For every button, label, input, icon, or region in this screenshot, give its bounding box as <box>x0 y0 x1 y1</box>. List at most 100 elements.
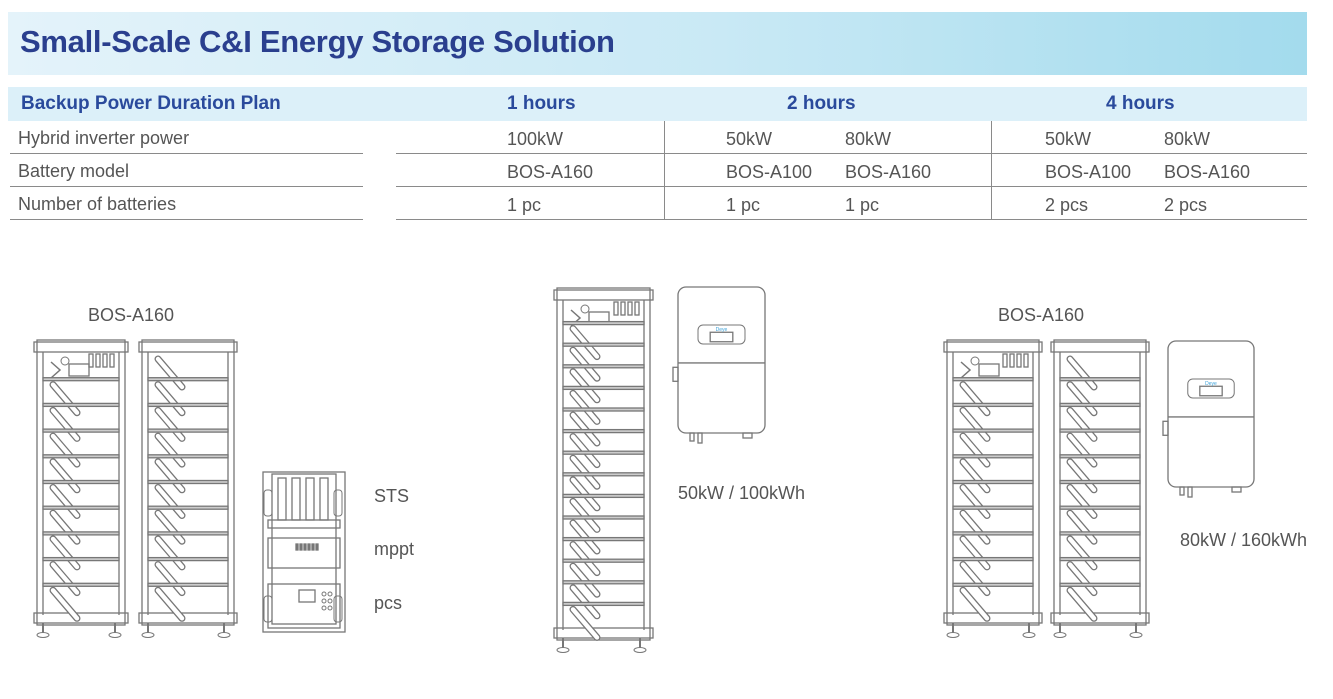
pcs-button <box>327 591 333 597</box>
inverter-panel <box>1187 378 1235 399</box>
handle-icon <box>155 408 185 441</box>
cabinet-handle <box>333 489 343 517</box>
mppt-indicator <box>303 543 307 551</box>
column-divider <box>664 121 665 219</box>
handle-icon <box>50 588 80 621</box>
handle-icon <box>1067 511 1097 544</box>
inverter-side-port <box>672 366 679 382</box>
module-divider <box>952 428 1034 433</box>
pcs-button <box>327 598 333 604</box>
module-divider <box>1059 479 1141 485</box>
table-cell: 1 pc <box>845 195 880 215</box>
table-cell: BOS-A100 <box>726 162 813 182</box>
deye-logo: Deye <box>1205 381 1217 387</box>
middle-caption: 50kW / 100kWh <box>678 483 806 503</box>
handle-icon <box>960 562 990 595</box>
table-cell: 2 pcs <box>1164 195 1208 215</box>
row-label: Hybrid inverter power <box>18 128 190 148</box>
module-divider <box>1059 377 1141 382</box>
chevron-icon <box>960 361 972 379</box>
rack-base <box>138 612 238 624</box>
display-screen <box>978 363 1000 377</box>
handle-icon <box>960 433 990 467</box>
handle-icon <box>155 459 185 492</box>
module-divider <box>562 601 645 607</box>
mppt-indicator <box>295 543 299 551</box>
module-divider <box>42 454 120 459</box>
handle-icon <box>570 607 600 640</box>
table-cell: 50kW <box>726 129 773 149</box>
table-cell: BOS-A160 <box>1164 162 1251 182</box>
handle-icon <box>50 459 80 492</box>
power-button-icon <box>970 356 980 366</box>
rack-foot <box>217 632 231 638</box>
handle-icon <box>1067 562 1097 595</box>
rack-foot <box>1053 632 1067 638</box>
module-divider <box>952 402 1034 408</box>
module-divider <box>147 505 229 510</box>
module-divider <box>147 454 229 459</box>
mppt-label: mppt <box>374 539 415 559</box>
rack-top-cap <box>553 289 654 301</box>
handle-icon <box>1067 433 1097 467</box>
mppt-module <box>267 537 341 569</box>
pcs-button <box>327 605 333 611</box>
handle-icon <box>960 511 990 544</box>
module-divider <box>147 556 229 562</box>
right-model-label: BOS-A160 <box>998 305 1085 325</box>
handle-icon <box>155 562 185 595</box>
handle-icon <box>960 536 990 570</box>
module-divider <box>42 582 120 587</box>
battery-rack-2 <box>138 339 238 638</box>
module-divider <box>562 407 645 412</box>
handle-icon <box>155 433 185 467</box>
rack-base <box>943 612 1043 624</box>
inverter-body <box>1167 340 1255 488</box>
module-divider <box>562 450 645 455</box>
module-divider <box>147 402 229 408</box>
module-divider <box>147 479 229 485</box>
module-divider <box>562 320 645 326</box>
handle-icon <box>50 382 80 415</box>
breaker-switch <box>109 353 115 368</box>
handle-icon <box>155 485 185 518</box>
cabinet-handle <box>263 489 273 517</box>
breaker-switch <box>95 353 101 368</box>
module-divider <box>562 536 645 542</box>
rack-base <box>33 612 129 624</box>
cabinet-handle <box>263 595 273 623</box>
inverter-body <box>677 286 766 434</box>
module-divider <box>42 531 120 536</box>
breaker-switch <box>1002 353 1008 368</box>
handle-icon <box>960 382 990 415</box>
header-4-hours: 4 hours <box>1106 93 1175 114</box>
column-divider <box>991 121 992 219</box>
module-divider <box>562 428 645 434</box>
breaker-switch <box>102 353 108 368</box>
module-divider <box>562 342 645 347</box>
battery-rack-4 <box>1050 339 1150 638</box>
handle-icon <box>1067 536 1097 570</box>
sts-module <box>277 477 287 521</box>
rack-base <box>553 627 654 639</box>
handle-icon <box>155 511 185 544</box>
breaker-switch <box>613 301 619 316</box>
breaker-switch <box>88 353 94 368</box>
module-divider <box>1059 428 1141 433</box>
module-divider <box>952 505 1034 510</box>
cabinet-handle <box>333 595 343 623</box>
header-2-hours: 2 hours <box>787 93 856 114</box>
handle-icon <box>1067 485 1097 518</box>
handle-icon <box>155 356 185 390</box>
module-divider <box>42 479 120 485</box>
sts-label: STS <box>374 486 410 506</box>
inverter-side-port <box>1162 420 1169 436</box>
handle-icon <box>1067 459 1097 492</box>
module-divider <box>562 580 645 585</box>
left-model-label: BOS-A160 <box>88 305 175 325</box>
module-divider <box>952 556 1034 562</box>
table-header <box>8 87 1307 121</box>
breaker-switch <box>620 301 626 316</box>
row-divider <box>10 153 363 154</box>
display-screen <box>68 363 90 377</box>
